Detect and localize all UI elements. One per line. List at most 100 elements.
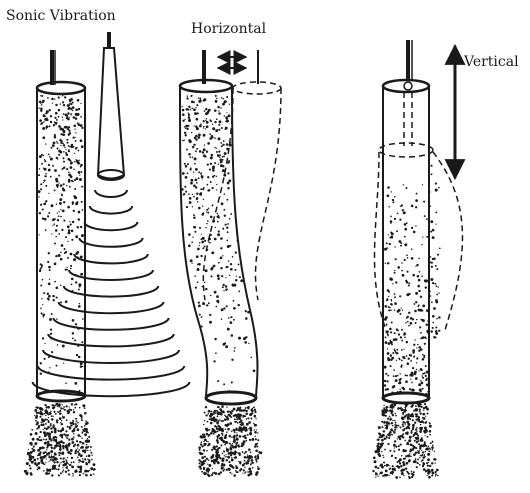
speckle-dot — [381, 451, 382, 452]
speckle-dot — [411, 476, 413, 478]
speckle-dot — [53, 299, 55, 301]
speckle-dot — [375, 473, 378, 476]
speckle-dot — [70, 253, 73, 256]
speckle-dot — [403, 463, 406, 466]
speckle-dot — [204, 110, 206, 112]
speckle-dot — [234, 414, 236, 416]
speckle-dot — [248, 428, 249, 429]
speckle-dot — [80, 454, 83, 457]
speckle-dot — [49, 412, 52, 415]
speckle-dot — [250, 464, 252, 466]
speckle-dot — [204, 445, 205, 446]
speckle-dot — [215, 306, 217, 308]
speckle-dot — [81, 234, 84, 237]
speckle-dot — [210, 163, 212, 165]
speckle-dot — [204, 456, 206, 458]
speckle-dot — [65, 236, 67, 238]
speckle-dot — [79, 468, 82, 471]
speckle-dot — [406, 421, 408, 423]
speckle-dot — [430, 278, 433, 281]
speckle-dot — [406, 462, 409, 465]
speckle-dot — [195, 286, 197, 288]
speckle-dot — [69, 166, 72, 169]
speckle-dot — [208, 208, 209, 209]
speckle-dot — [420, 332, 422, 334]
speckle-dot — [222, 286, 224, 288]
speckle-dot — [399, 313, 401, 315]
speckle-dot — [182, 106, 183, 107]
speckle-dot — [66, 449, 68, 451]
speckle-dot — [198, 459, 200, 461]
speckle-dot — [44, 404, 46, 406]
speckle-dot — [45, 229, 47, 231]
speckle-dot — [402, 412, 404, 414]
speckle-dot — [53, 467, 56, 470]
speckle-dot — [37, 455, 38, 456]
speckle-dot — [231, 457, 233, 459]
speckle-dot — [228, 260, 229, 261]
speckle-dot — [229, 464, 232, 467]
speckle-dot — [194, 163, 196, 165]
speckle-dot — [211, 460, 213, 462]
speckle-dot — [426, 383, 429, 386]
speckle-dot — [33, 459, 36, 462]
speckle-dot — [227, 172, 229, 174]
speckle-dot — [205, 108, 207, 110]
speckle-dot — [41, 163, 43, 165]
speckle-dot — [402, 433, 404, 435]
speckle-dot — [46, 128, 47, 129]
speckle-dot — [384, 318, 387, 321]
speckle-dot — [73, 258, 76, 261]
speckle-dot — [35, 442, 36, 443]
speckle-dot — [207, 176, 209, 178]
speckle-dot — [394, 332, 396, 334]
speckle-dot — [255, 443, 258, 446]
speckle-dot — [419, 271, 421, 273]
speckle-dot — [36, 428, 38, 430]
speckle-dot — [217, 106, 220, 109]
speckle-dot — [432, 229, 435, 232]
speckle-dot — [44, 442, 47, 445]
speckle-dot — [37, 464, 38, 465]
speckle-dot — [62, 460, 65, 463]
speckle-dot — [252, 438, 254, 440]
sediment-speckles — [181, 95, 255, 392]
speckle-dot — [53, 447, 55, 449]
speckle-dot — [401, 407, 402, 408]
speckle-dot — [42, 279, 44, 281]
speckle-dot — [421, 455, 423, 457]
speckle-dot — [61, 244, 64, 247]
speckle-dot — [59, 103, 61, 105]
speckle-dot — [388, 342, 391, 345]
spray-plume — [24, 403, 96, 477]
speckle-dot — [202, 151, 204, 153]
speckle-dot — [204, 282, 206, 284]
speckle-dot — [65, 446, 67, 448]
speckle-dot — [77, 451, 79, 453]
speckle-dot — [76, 354, 78, 356]
speckle-dot — [385, 305, 388, 308]
speckle-dot — [211, 449, 213, 451]
speckle-dot — [41, 95, 43, 97]
speckle-dot — [192, 206, 193, 207]
speckle-dot — [402, 274, 405, 277]
speckle-dot — [236, 410, 238, 412]
speckle-dot — [73, 429, 76, 432]
speckle-dot — [42, 423, 44, 425]
speckle-dot — [214, 147, 216, 149]
speckle-dot — [43, 431, 46, 434]
speckle-dot — [433, 336, 435, 338]
speckle-dot — [435, 211, 437, 213]
speckle-dot — [404, 393, 405, 394]
speckle-dot — [415, 301, 417, 303]
speckle-dot — [231, 459, 234, 462]
speckle-dot — [408, 477, 410, 479]
speckle-dot — [435, 189, 438, 192]
speckle-dot — [206, 223, 208, 225]
speckle-dot — [236, 432, 237, 433]
speckle-dot — [26, 462, 28, 464]
speckle-dot — [256, 429, 257, 430]
speckle-dot — [188, 153, 191, 156]
speckle-dot — [394, 270, 395, 271]
speckle-dot — [245, 429, 248, 432]
